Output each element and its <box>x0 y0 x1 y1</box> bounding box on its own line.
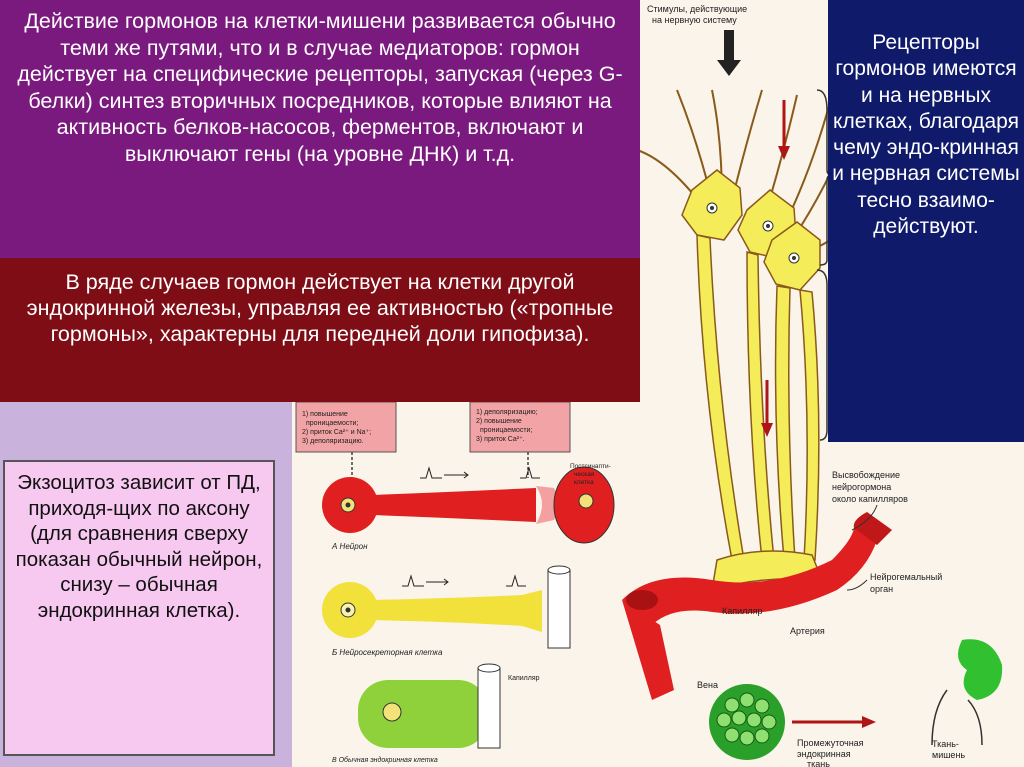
tropic-hormones-textbox: В ряде случаев гормон действует на клетк… <box>0 258 640 402</box>
neurohemal-label-1: Нейрогемальный <box>870 572 942 582</box>
exocytosis-textbox: Экзоцитоз зависит от ПД, приходя-щих по … <box>3 460 275 756</box>
neurohemal-label-2: орган <box>870 584 893 594</box>
release-label-3: около капилляров <box>832 494 908 504</box>
intermediate-label-2: эндокринная <box>797 749 851 759</box>
box1-line4: 3) деполяризацию. <box>302 438 364 445</box>
target-label-1: Ткань- <box>932 739 959 749</box>
neuron-axon <box>372 488 536 522</box>
box1-line2: проницаемости; <box>306 420 358 427</box>
vein-label: Вена <box>697 680 718 690</box>
stimuli-arrow-head <box>717 60 741 76</box>
receptors-textbox: Рецепторы гормонов имеются и на нервных … <box>828 0 1024 442</box>
stimuli-label-1: Стимулы, действующие <box>647 4 747 14</box>
neuron-c-label: В Обычная эндокринная клетка <box>332 756 438 764</box>
neuron-a-label: А Нейрон <box>331 542 368 551</box>
postsyn-line3: клетка <box>574 479 594 486</box>
box2-line3: проницаемости; <box>480 427 532 434</box>
box2-line1: 1) деполяризацию; <box>476 409 538 416</box>
stimuli-label-2: на нервную систему <box>652 15 737 25</box>
intermediate-label-1: Промежуточная <box>797 738 864 748</box>
capillary-b <box>548 570 570 648</box>
artery-label: Артерия <box>790 626 825 636</box>
release-label-1: Высвобождение <box>832 470 900 480</box>
capillary-c <box>478 668 500 748</box>
postsyn-line1: Постсинапти- <box>570 463 611 470</box>
box1-line1: 1) повышение <box>302 411 348 418</box>
box2-line2: 2) повышение <box>476 418 522 425</box>
target-label-2: мишень <box>932 750 965 760</box>
neuron-b-label: Б Нейросекреторная клетка <box>332 648 443 657</box>
box1-line3: 2) приток Ca²⁺ и Na⁺; <box>302 429 371 436</box>
capillary-label: Капилляр <box>722 606 763 616</box>
intermediate-label-3: ткань <box>807 759 830 767</box>
release-label-2: нейрогормона <box>832 482 891 492</box>
stimuli-arrow-shaft <box>724 30 734 62</box>
hormone-action-textbox: Действие гормонов на клетки-мишени разви… <box>0 0 640 258</box>
target-tissue <box>958 639 1002 700</box>
endocrine-cell <box>358 680 488 748</box>
capillary-small-label: Капилляр <box>508 675 540 682</box>
postsyn-line2: ческая <box>574 471 595 478</box>
box2-line4: 3) приток Ca²⁺. <box>476 436 525 443</box>
neurosecretory-axon <box>372 590 542 632</box>
